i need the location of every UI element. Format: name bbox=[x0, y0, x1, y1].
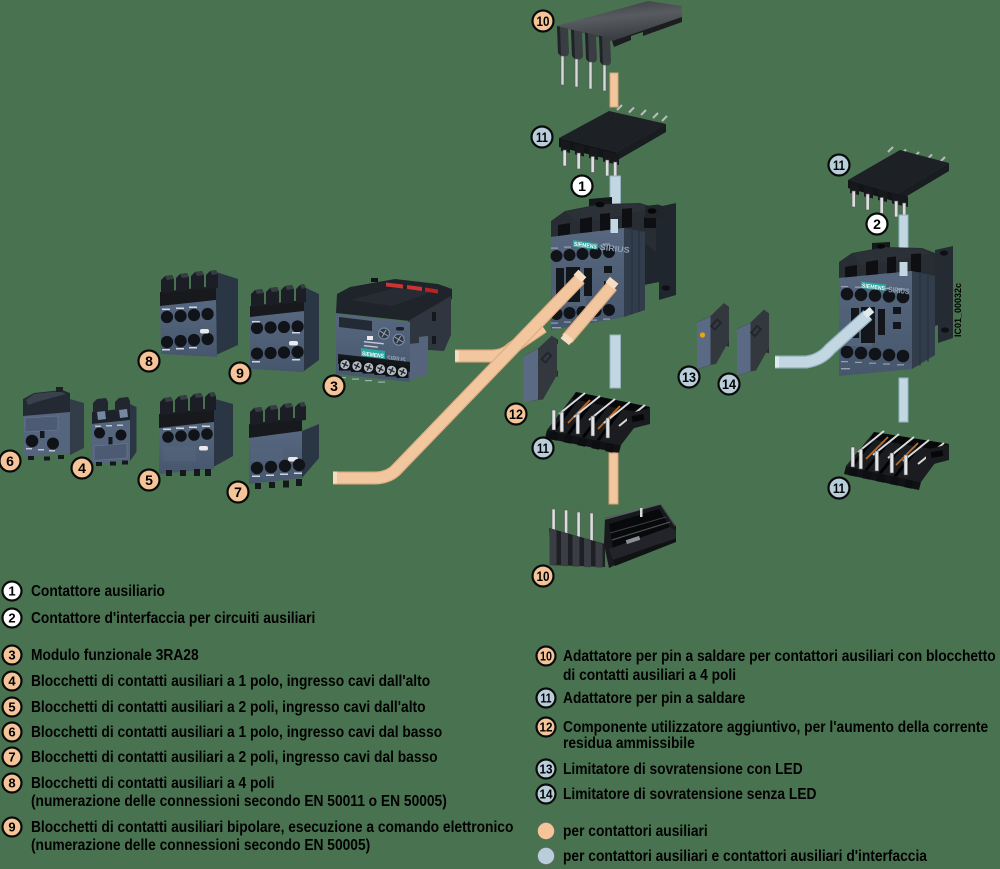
svg-text:14: 14 bbox=[540, 787, 554, 802]
svg-text:SIRIUS: SIRIUS bbox=[888, 285, 910, 296]
svg-text:per contattori ausiliari e con: per contattori ausiliari e contattori au… bbox=[563, 848, 928, 865]
svg-text:5: 5 bbox=[145, 472, 153, 488]
svg-text:4: 4 bbox=[8, 674, 16, 689]
svg-text:SIEMENS: SIEMENS bbox=[362, 351, 385, 360]
svg-text:2: 2 bbox=[8, 611, 15, 626]
svg-text:IC01_00032c: IC01_00032c bbox=[953, 283, 963, 337]
svg-text:7: 7 bbox=[8, 750, 15, 765]
svg-text:Blocchetti di contatti ausilia: Blocchetti di contatti ausiliari a 1 pol… bbox=[31, 673, 430, 690]
svg-text:3: 3 bbox=[330, 378, 338, 394]
svg-text:13: 13 bbox=[682, 369, 696, 385]
svg-text:Blocchetti di contatti ausilia: Blocchetti di contatti ausiliari a 2 pol… bbox=[31, 749, 438, 766]
svg-text:Blocchetti di contatti ausilia: Blocchetti di contatti ausiliari a 1 pol… bbox=[31, 724, 442, 741]
svg-text:Contattore d'interfaccia per c: Contattore d'interfaccia per circuiti au… bbox=[31, 610, 315, 627]
svg-text:SIRIUS: SIRIUS bbox=[386, 354, 406, 365]
svg-text:SIEMENS: SIEMENS bbox=[573, 242, 597, 251]
svg-text:11: 11 bbox=[537, 440, 549, 456]
svg-text:Contattore ausiliario: Contattore ausiliario bbox=[31, 583, 165, 600]
svg-text:Blocchetti di contatti ausilia: Blocchetti di contatti ausiliari a 2 pol… bbox=[31, 699, 426, 716]
svg-text:8: 8 bbox=[8, 776, 15, 791]
svg-text:12: 12 bbox=[540, 720, 553, 735]
svg-text:SIRIUS: SIRIUS bbox=[599, 243, 630, 255]
svg-text:4: 4 bbox=[78, 460, 86, 476]
svg-text:Adattatore per pin a saldare: Adattatore per pin a saldare bbox=[563, 690, 745, 707]
svg-text:2: 2 bbox=[873, 216, 881, 232]
svg-text:11: 11 bbox=[833, 157, 845, 173]
svg-text:9: 9 bbox=[8, 820, 15, 835]
svg-text:1: 1 bbox=[8, 584, 15, 599]
svg-text:10: 10 bbox=[537, 13, 550, 29]
svg-text:Limitatore di sovratensione se: Limitatore di sovratensione senza LED bbox=[563, 786, 816, 803]
svg-text:di contatti ausiliari a 4 poli: di contatti ausiliari a 4 poli bbox=[563, 667, 736, 684]
svg-text:7: 7 bbox=[234, 484, 242, 500]
svg-text:14: 14 bbox=[722, 376, 736, 392]
svg-text:Modulo funzionale 3RA28: Modulo funzionale 3RA28 bbox=[31, 647, 199, 664]
svg-text:Limitatore di sovratensione co: Limitatore di sovratensione con LED bbox=[563, 761, 803, 778]
svg-text:9: 9 bbox=[236, 365, 244, 381]
svg-text:residua ammissibile: residua ammissibile bbox=[563, 735, 695, 752]
svg-text:Componente utilizzatore aggiun: Componente utilizzatore aggiuntivo, per … bbox=[563, 719, 988, 736]
svg-text:Adattatore per pin a saldare p: Adattatore per pin a saldare per contatt… bbox=[563, 648, 996, 665]
svg-text:(numerazione delle connessioni: (numerazione delle connessioni secondo E… bbox=[31, 837, 370, 854]
svg-text:(numerazione delle connessioni: (numerazione delle connessioni secondo E… bbox=[31, 793, 447, 810]
svg-text:5: 5 bbox=[8, 700, 15, 715]
svg-text:Blocchetti di contatti ausilia: Blocchetti di contatti ausiliari bipolar… bbox=[31, 819, 513, 836]
svg-text:11: 11 bbox=[541, 691, 552, 706]
svg-text:13: 13 bbox=[540, 762, 553, 777]
svg-text:10: 10 bbox=[537, 568, 550, 584]
svg-text:10: 10 bbox=[540, 649, 552, 664]
svg-text:11: 11 bbox=[536, 129, 548, 145]
svg-text:1: 1 bbox=[578, 178, 586, 194]
svg-text:6: 6 bbox=[6, 453, 14, 469]
svg-text:6: 6 bbox=[8, 725, 15, 740]
svg-text:3: 3 bbox=[8, 648, 15, 663]
svg-text:per contattori ausiliari: per contattori ausiliari bbox=[563, 823, 708, 840]
svg-text:Blocchetti di contatti ausilia: Blocchetti di contatti ausiliari a 4 pol… bbox=[31, 775, 274, 792]
svg-text:12: 12 bbox=[509, 406, 523, 422]
svg-text:11: 11 bbox=[833, 480, 845, 496]
svg-text:8: 8 bbox=[145, 353, 153, 369]
